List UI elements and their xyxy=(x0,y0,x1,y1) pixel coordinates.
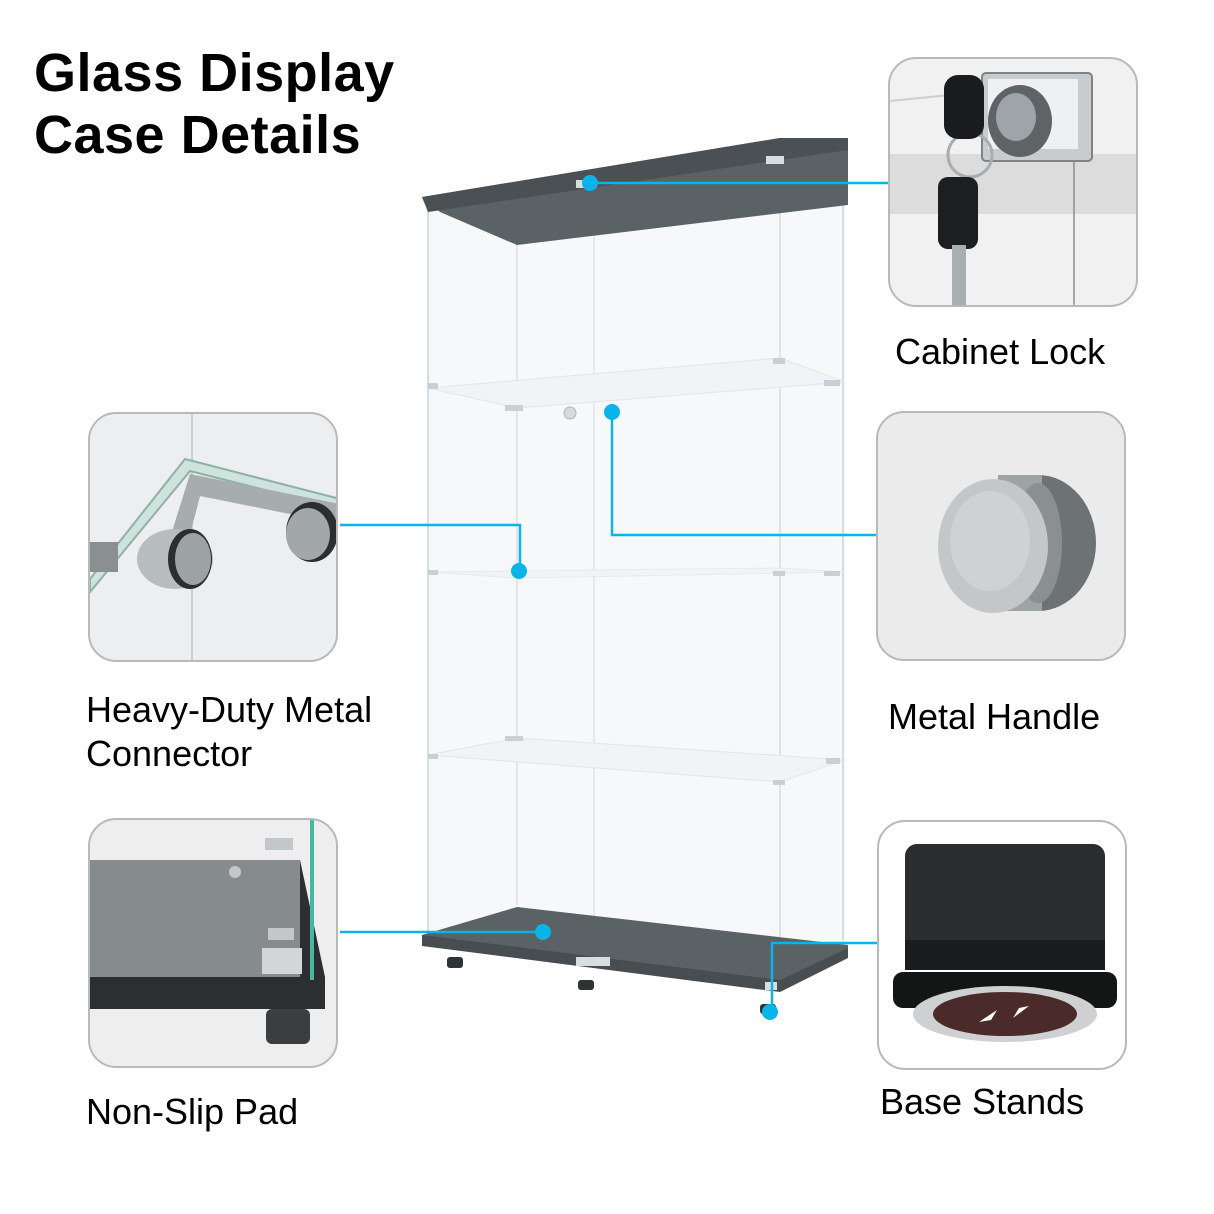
pad-icon xyxy=(90,820,325,1044)
title-line-1: Glass Display xyxy=(34,43,395,103)
non-slip-pad-card xyxy=(88,818,338,1068)
handle-icon xyxy=(938,475,1096,613)
base-stands-card xyxy=(877,820,1127,1070)
metal-handle-card xyxy=(876,411,1126,661)
metal-connector-label-line-1: Heavy-Duty Metal xyxy=(86,689,373,730)
base-stands-label: Base Stands xyxy=(880,1081,1085,1122)
non-slip-pad-label: Non-Slip Pad xyxy=(86,1091,299,1132)
metal-handle-label: Metal Handle xyxy=(888,696,1101,737)
callout-dot-handle xyxy=(604,404,620,420)
metal-connector-label-line-2: Connector xyxy=(86,733,253,774)
cabinet-lock-label: Cabinet Lock xyxy=(895,331,1106,372)
page-title: Glass Display Case Details xyxy=(34,42,395,166)
metal-connector-label: Heavy-Duty Metal Connector xyxy=(86,688,372,776)
stand-icon xyxy=(893,844,1117,1042)
lock-icon xyxy=(890,72,1136,305)
callout-dot-stand xyxy=(762,1004,778,1020)
connector-icon xyxy=(90,414,336,660)
title-line-2: Case Details xyxy=(34,105,362,165)
callout-dot-pad xyxy=(535,924,551,940)
metal-connector-card xyxy=(88,412,338,662)
callout-dot-lock xyxy=(582,175,598,191)
cabinet-lock-card xyxy=(888,57,1138,307)
callout-dot-connector xyxy=(511,563,527,579)
